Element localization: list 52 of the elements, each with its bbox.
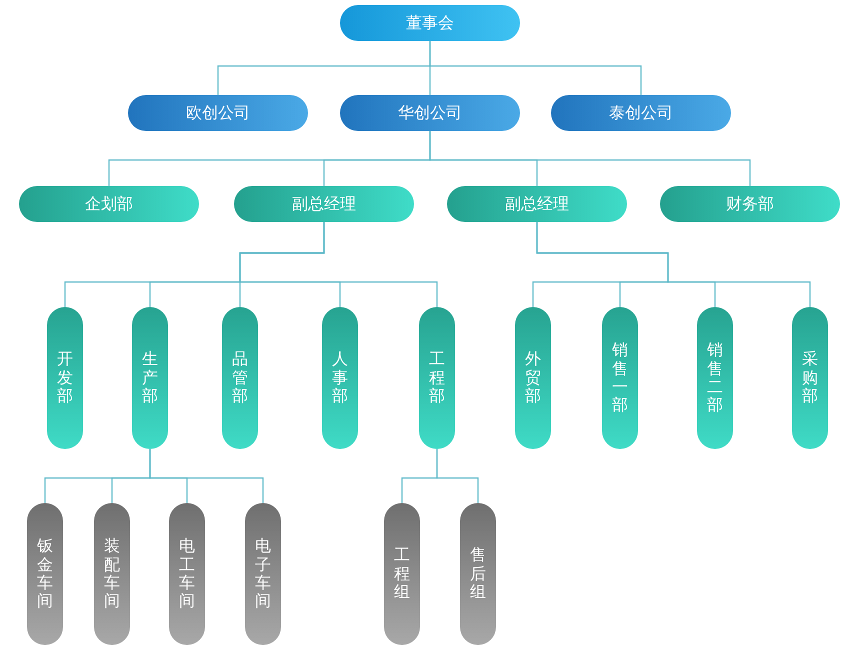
department-box [234, 186, 414, 222]
board-box [340, 5, 520, 41]
connector-line [536, 222, 811, 307]
box-label: 电工车间 [179, 537, 195, 611]
company-box [340, 95, 520, 131]
workshop-pill [27, 503, 63, 645]
connector-line [429, 131, 751, 186]
box-label: 品管部 [232, 350, 248, 406]
department-box [19, 186, 199, 222]
connector-line [239, 222, 438, 307]
box-label: 销售二部 [707, 341, 723, 415]
department-box [447, 186, 627, 222]
box-label: 人事部 [332, 350, 348, 406]
box-label: 售后组 [470, 546, 486, 602]
box-label: 生产部 [142, 350, 158, 406]
box-label: 副总经理 [505, 194, 569, 214]
department-pill [792, 307, 828, 449]
company-box [128, 95, 308, 131]
department-pill [697, 307, 733, 449]
box-label: 董事会 [406, 12, 454, 34]
box-label: 钣金车间 [37, 537, 53, 611]
department-pill [515, 307, 551, 449]
box-label: 企划部 [85, 194, 133, 214]
department-pill [222, 307, 258, 449]
department-box [660, 186, 840, 222]
connector-line [149, 449, 264, 503]
box-label: 副总经理 [292, 194, 356, 214]
box-label: 采购部 [802, 350, 818, 406]
workshop-pill [384, 503, 420, 645]
box-label: 销售一部 [612, 341, 628, 415]
workshop-pill [245, 503, 281, 645]
box-label: 电子车间 [255, 537, 271, 611]
box-label: 工程组 [394, 546, 410, 602]
box-label: 财务部 [726, 194, 774, 214]
connector-line [429, 41, 642, 95]
box-label: 装配车间 [104, 537, 120, 611]
department-pill [419, 307, 455, 449]
department-pill [322, 307, 358, 449]
workshop-pill [94, 503, 130, 645]
box-label: 开发部 [57, 350, 73, 406]
box-label: 华创公司 [398, 102, 462, 124]
box-label: 泰创公司 [609, 102, 673, 124]
box-label: 工程部 [429, 350, 445, 406]
company-box [551, 95, 731, 131]
connector-line [436, 449, 479, 503]
department-pill [602, 307, 638, 449]
box-label: 外贸部 [525, 350, 541, 406]
box-label: 欧创公司 [186, 102, 250, 124]
workshop-pill [460, 503, 496, 645]
workshop-pill [169, 503, 205, 645]
department-pill [132, 307, 168, 449]
department-pill [47, 307, 83, 449]
